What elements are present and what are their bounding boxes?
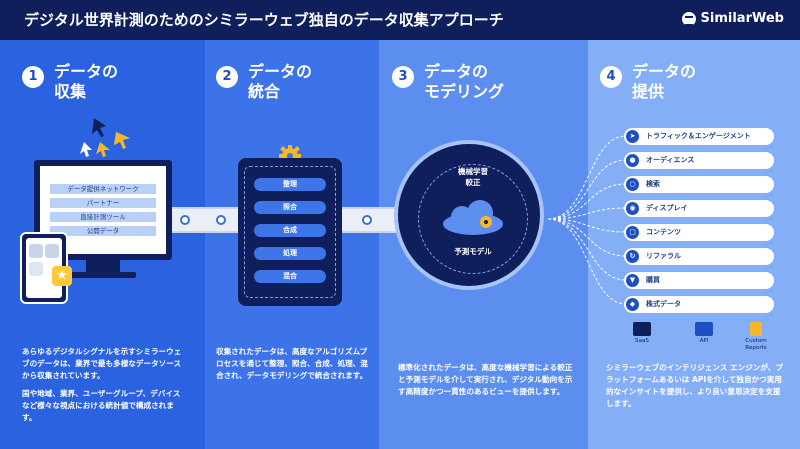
source-item: データ提供ネットワーク xyxy=(50,184,156,194)
step-model: 3 データの モデリング xyxy=(392,62,544,102)
integration-step: 合成 xyxy=(254,224,326,237)
model-description: 標準化されたデータは、高度な機械学習による較正と予測モデルを介して実行され、デジ… xyxy=(398,363,573,396)
source-item: 公開データ xyxy=(50,226,156,236)
header-bar: デジタル世界計測のためのシミラーウェブ独自のデータ収集アプローチ Similar… xyxy=(0,0,800,40)
step-integrate: 2 データの 統合 xyxy=(216,62,368,102)
delivery-item-label: 株式データ xyxy=(646,300,681,308)
description-paragraph: あらゆるデジタルシグナルを示すシミラーウェブのデータは、業界で最も多様なデータソ… xyxy=(22,347,182,380)
delivery-item-stock: ◆ 株式データ xyxy=(624,296,774,313)
step-title-line: 提供 xyxy=(632,82,665,101)
delivery-item-label: トラフィック＆エンゲージメント xyxy=(646,132,751,140)
step-number: 4 xyxy=(600,66,622,88)
code-window-icon xyxy=(695,322,713,336)
delivery-connectors xyxy=(548,135,627,305)
step-title-line: データの xyxy=(632,62,697,81)
delivery-item-referral: ↻ リファラル xyxy=(624,248,774,265)
eye-icon: ◉ xyxy=(626,202,639,215)
step-title-line: 収集 xyxy=(54,82,87,101)
integration-step: 処理 xyxy=(254,247,326,260)
channel-label: SaaS xyxy=(635,338,649,344)
source-item: 直接計測ツール xyxy=(50,212,156,222)
monitor-stand xyxy=(86,260,120,274)
step-title-line: データの xyxy=(248,62,313,81)
collect-description: あらゆるデジタルシグナルを示すシミラーウェブのデータは、業界で最も多様なデータソ… xyxy=(22,346,186,424)
conveyor-belt xyxy=(160,207,244,233)
model-label-line: 機械学習 xyxy=(458,167,488,176)
delivery-item-display: ◉ ディスプレイ xyxy=(624,200,774,217)
step-title: データの モデリング xyxy=(424,62,544,102)
delivery-item-audience: ● オーディエンス xyxy=(624,152,774,169)
description-paragraph: 国や地域、業界、ユーザーグループ、デバイスなど様々な視点における統計値で構成され… xyxy=(22,389,181,422)
step-title-line: データの xyxy=(54,62,119,81)
belt-bolt-icon xyxy=(180,215,190,225)
monitor-screen: データ提供ネットワーク パートナー 直接計測ツール 公開データ xyxy=(40,166,166,254)
phone-screen xyxy=(26,238,62,298)
delivery-item-content: ▢ コンテンツ xyxy=(624,224,774,241)
referral-icon: ↻ xyxy=(626,250,639,263)
step-number: 3 xyxy=(392,66,414,88)
integration-step: 整理 xyxy=(254,178,326,191)
model-bottom-label: 予測モデル xyxy=(454,247,492,256)
android-icon xyxy=(45,244,59,258)
integration-panel: 整理 照合 合成 処理 混合 xyxy=(238,158,342,306)
cloud-icon xyxy=(443,200,503,235)
channel-label: Reports xyxy=(745,345,767,351)
stock-icon: ◆ xyxy=(626,298,639,311)
apple-icon xyxy=(29,244,43,258)
cart-icon: ▼ xyxy=(626,274,639,287)
channel-label: API xyxy=(699,338,709,344)
step-number: 2 xyxy=(216,66,238,88)
channel-custom-reports: Custom Reports xyxy=(736,322,776,352)
channel-saas: SaaS xyxy=(622,322,662,345)
delivery-item-label: オーディエンス xyxy=(646,156,695,164)
channel-label: Custom xyxy=(745,338,767,344)
similarweb-logo: SimilarWeb xyxy=(681,11,784,26)
belt-bolt-icon xyxy=(216,215,226,225)
app-tile-icon xyxy=(29,262,43,276)
person-icon: ● xyxy=(626,154,639,167)
star-icon: ★ xyxy=(52,266,72,286)
delivery-item-label: 購買 xyxy=(646,276,660,284)
step-title: データの 収集 xyxy=(54,62,174,102)
delivery-item-search: ○ 検索 xyxy=(624,176,774,193)
step-title-line: データの xyxy=(424,62,489,81)
delivery-item-purchase: ▼ 購買 xyxy=(624,272,774,289)
laptop-icon xyxy=(633,322,651,336)
channel-api: API xyxy=(684,322,724,345)
model-top-label: 機械学習 較正 xyxy=(438,166,508,188)
monitor-stand-base xyxy=(70,272,136,278)
integration-step: 照合 xyxy=(254,201,326,214)
content-icon: ▢ xyxy=(626,226,639,239)
integration-step: 混合 xyxy=(254,270,326,283)
logo-text: SimilarWeb xyxy=(700,11,784,26)
delivery-item-label: ディスプレイ xyxy=(646,204,688,212)
cursor-arrows-icon xyxy=(80,118,130,157)
delivery-item-label: コンテンツ xyxy=(646,228,681,236)
model-circle-ring xyxy=(418,164,528,274)
delivery-item-label: 検索 xyxy=(646,180,660,188)
step-title-line: 統合 xyxy=(248,82,281,101)
step-deliver: 4 データの 提供 xyxy=(600,62,752,102)
delivery-item-traffic: ➤ トラフィック＆エンゲージメント xyxy=(624,128,774,145)
similarweb-logo-icon xyxy=(681,11,696,26)
deliver-description: シミラーウェブのインテリジェンス エンジンが、プラットフォームあるいは APIを… xyxy=(606,363,783,408)
conveyor-belt xyxy=(342,207,398,233)
delivery-item-label: リファラル xyxy=(646,252,681,260)
step-title: データの 提供 xyxy=(632,62,752,102)
search-icon: ○ xyxy=(626,178,639,191)
page-title: デジタル世界計測のためのシミラーウェブ独自のデータ収集アプローチ xyxy=(24,11,504,29)
step-number: 1 xyxy=(22,66,44,88)
integrate-description: 収集されたデータは、高度なアルゴリズムプロセスを通じて整理、照合、合成、処理、混… xyxy=(216,347,368,380)
step-title: データの 統合 xyxy=(248,62,368,102)
step-collect: 1 データの 収集 xyxy=(22,62,174,102)
source-item: パートナー xyxy=(50,198,156,208)
column-deliver xyxy=(588,40,800,449)
step-title-line: モデリング xyxy=(424,82,505,101)
integration-panel-border xyxy=(244,166,336,298)
belt-bolt-icon xyxy=(362,215,372,225)
model-label-line: 較正 xyxy=(465,178,481,187)
report-icon xyxy=(750,322,762,336)
cursor-icon: ➤ xyxy=(626,130,639,143)
